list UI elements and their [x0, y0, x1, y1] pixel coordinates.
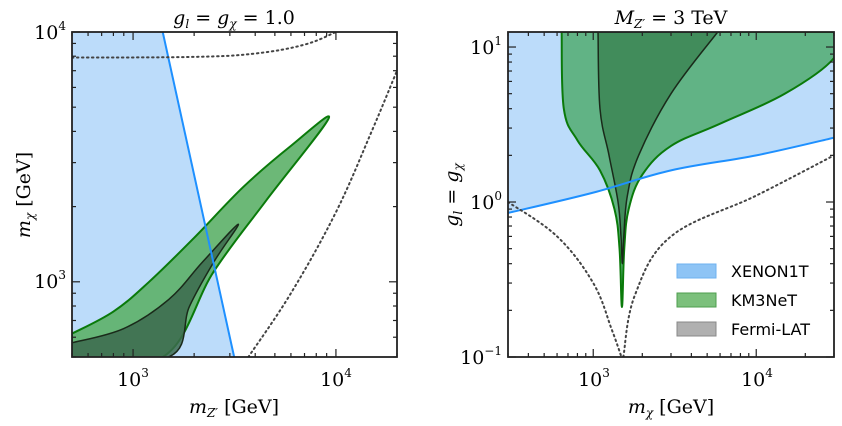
left-plot-area	[72, 32, 397, 357]
right-ticks	[507, 32, 835, 358]
right-xtick-1e4: 104	[741, 366, 773, 391]
left-xtick-1e4: 104	[320, 366, 352, 391]
legend-swatch-km3net	[676, 292, 717, 308]
right-xlabel: mχ [GeV]	[628, 396, 714, 420]
relic-dotted-line-left	[508, 201, 623, 357]
legend-label-km3net: KM3NeT	[731, 291, 797, 310]
legend-item-xenon1t: XENON1T	[676, 262, 809, 281]
left-ticks	[71, 31, 398, 358]
left-plot: gl = gχ = 1.0 104 103 103 104 mZ′ [GeV] …	[13, 7, 398, 420]
xenon1t-boundary-line	[161, 32, 236, 357]
legend-item-km3net: KM3NeT	[676, 291, 797, 310]
right-ytick-1e-1: 10−1	[460, 344, 502, 369]
right-plot: MZ′ = 3 TeV 101 100 10−1 103 104 mχ [GeV…	[441, 7, 835, 420]
right-plot-area	[508, 32, 834, 357]
right-ytick-1e0: 100	[470, 189, 502, 214]
legend: XENON1T KM3NeT Fermi-LAT	[676, 262, 810, 339]
right-title: MZ′ = 3 TeV	[614, 7, 728, 31]
legend-swatch-fermi-lat	[676, 321, 717, 337]
xenon1t-boundary-line	[508, 136, 834, 214]
left-title: gl = gχ = 1.0	[173, 7, 295, 31]
right-ylabel: gl = gχ	[441, 163, 465, 227]
fermi-lat-region	[597, 32, 719, 265]
relic-dotted-line-lower	[247, 69, 397, 357]
left-ytick-1e4: 104	[34, 19, 66, 44]
left-plot-frame	[71, 31, 398, 358]
left-xlabel: mZ′ [GeV]	[189, 396, 279, 420]
right-xtick-1e3: 103	[578, 366, 610, 391]
left-xtick-1e3: 103	[117, 366, 149, 391]
legend-label-xenon1t: XENON1T	[731, 262, 809, 281]
km3net-region	[72, 115, 331, 357]
right-ytick-1e1: 101	[470, 34, 502, 59]
left-ylabel: mχ [GeV]	[13, 152, 37, 238]
relic-dotted-line-upper	[72, 32, 337, 59]
legend-swatch-xenon1t	[676, 263, 717, 279]
relic-dotted-line-right	[622, 154, 834, 357]
left-ytick-1e3: 103	[34, 268, 66, 293]
legend-label-fermi-lat: Fermi-LAT	[731, 320, 810, 339]
legend-item-fermi-lat: Fermi-LAT	[676, 320, 810, 339]
